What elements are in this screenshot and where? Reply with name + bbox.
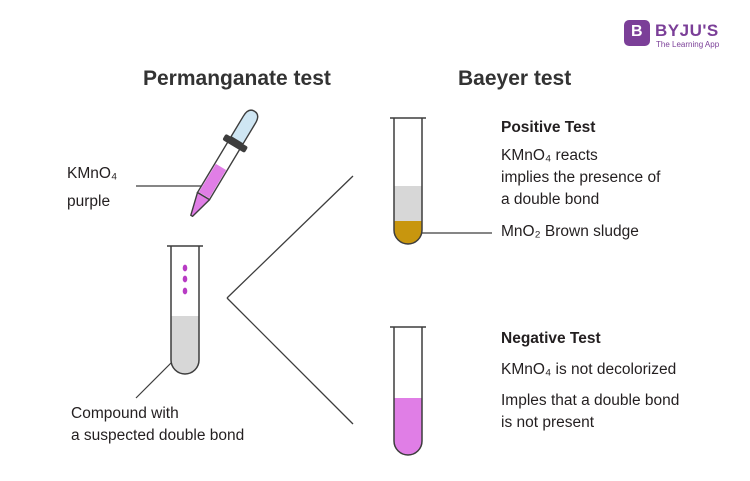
purple-color-label: purple (67, 193, 111, 210)
compound-test-tube (167, 245, 203, 375)
logo-tagline: The Learning App (656, 40, 720, 49)
falling-drop-3 (182, 287, 188, 295)
byjus-logo-badge (624, 20, 650, 46)
positive-test-tube (390, 117, 426, 245)
falling-drop-2 (182, 275, 188, 283)
falling-drop-1 (182, 264, 188, 272)
positive-test-line2: implies the presence of (501, 169, 661, 186)
logo-letter: B (631, 23, 644, 40)
positive-test-line3: a double bond (501, 191, 600, 208)
permanganate-test-title: Permanganate test (143, 67, 331, 90)
negative-test-line1: KMnO₄ is not decolorized (501, 361, 677, 378)
positive-test-line1: KMnO₄ reacts (501, 147, 598, 164)
positive-test-heading: Positive Test (501, 119, 596, 136)
negative-test-line2: Imples that a double bond (501, 392, 680, 409)
compound-label-line1: Compound with (71, 405, 179, 422)
logo-name: BYJU'S (655, 21, 719, 40)
negative-test-tube (390, 326, 426, 456)
baeyer-test-title: Baeyer test (458, 67, 572, 90)
negative-test-line3: is not present (501, 414, 595, 431)
compound-label-line2: a suspected double bond (71, 427, 245, 444)
branch-line-upper (226, 175, 354, 299)
kmno4-reagent-label: KMnO₄ (67, 165, 118, 182)
branch-line-lower (226, 297, 354, 425)
dropper (190, 109, 259, 218)
negative-test-heading: Negative Test (501, 330, 601, 347)
brown-sludge-label: MnO₂ Brown sludge (501, 223, 639, 240)
